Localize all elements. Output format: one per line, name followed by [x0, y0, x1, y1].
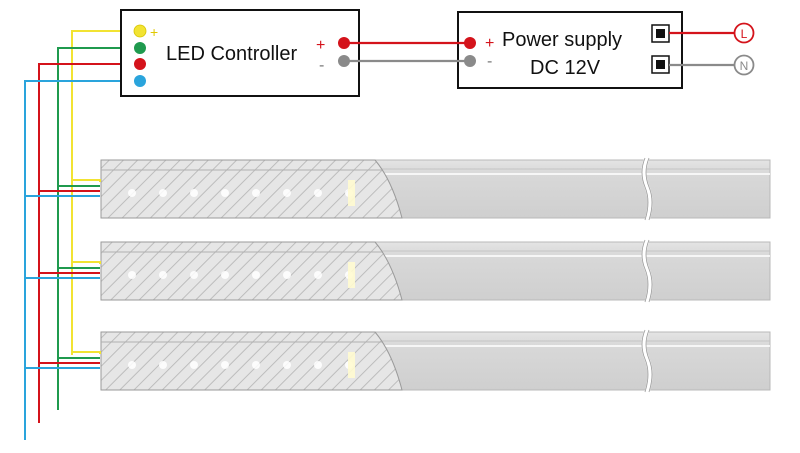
led-chip	[283, 271, 291, 279]
strip-break-line	[641, 329, 649, 393]
psu-minus-terminal-dot	[464, 55, 476, 67]
strip-connector	[348, 352, 355, 378]
strip-break-line	[645, 239, 653, 303]
power-supply-voltage: DC 12V	[530, 57, 601, 79]
terminal-blue-dot	[134, 75, 146, 87]
strip-break-mark	[641, 157, 653, 221]
yellow-entry-strip-1	[72, 179, 101, 182]
power-supply-plus-sign: +	[485, 35, 494, 52]
strip-3	[100, 329, 771, 393]
strip-2	[100, 239, 771, 303]
yellow-entry-strip-2	[72, 261, 101, 264]
live-label: L	[741, 27, 748, 41]
led-chip	[190, 189, 198, 197]
neutral-terminal-screw-icon	[656, 60, 665, 69]
strip-connector	[348, 262, 355, 288]
led-chip	[221, 271, 229, 279]
controller-minus-terminal-dot	[338, 55, 350, 67]
led-chip	[128, 271, 136, 279]
controller-plus-sign: +	[316, 37, 325, 54]
led-chip	[314, 361, 322, 369]
led-chip	[190, 361, 198, 369]
led-chip	[159, 361, 167, 369]
led-controller-title: LED Controller	[166, 43, 298, 65]
terminal-red-dot	[134, 58, 146, 70]
yellow-entry-strip-3	[72, 351, 101, 354]
strip-break-line	[645, 329, 653, 393]
led-strips	[100, 157, 771, 393]
strip-break-line	[641, 157, 649, 221]
led-chip	[314, 189, 322, 197]
strip-break-mark	[641, 329, 653, 393]
led-chip	[128, 189, 136, 197]
led-chip	[283, 361, 291, 369]
strip-break-mark	[641, 239, 653, 303]
controller-minus-sign: -	[319, 57, 324, 74]
strip-cutaway	[100, 159, 403, 219]
power-supply-box	[457, 11, 683, 89]
power-supply-minus-sign: -	[487, 53, 492, 70]
controller-plus-terminal-dot	[338, 37, 350, 49]
neutral-label: N	[740, 59, 749, 73]
wires	[24, 30, 140, 440]
led-controller-box	[120, 9, 360, 97]
neutral-circle-icon	[733, 54, 755, 76]
controller-output-terminals	[133, 24, 147, 87]
led-chip	[221, 361, 229, 369]
led-chip	[252, 189, 260, 197]
led-chip	[252, 271, 260, 279]
strip-cutaway	[100, 331, 403, 391]
power-supply-title: Power supply	[502, 29, 622, 51]
led-chip	[128, 361, 136, 369]
live-circle-icon	[733, 22, 755, 44]
led-chip	[252, 361, 260, 369]
terminal-green-dot	[134, 42, 146, 54]
strip-break-line	[645, 157, 653, 221]
live-terminal-screw-icon	[656, 29, 665, 38]
red-wire	[38, 63, 140, 423]
mains-input: L N	[669, 22, 755, 76]
led-chip	[314, 271, 322, 279]
led-chip	[190, 271, 198, 279]
strip-cutaway	[100, 241, 403, 301]
terminal-yellow-dot	[133, 24, 147, 38]
strip-1	[100, 157, 771, 221]
psu-plus-terminal-dot	[464, 37, 476, 49]
led-chip	[283, 189, 291, 197]
led-chip	[159, 189, 167, 197]
yellow-wire	[71, 30, 140, 355]
green-wire	[57, 47, 140, 410]
strip-break-line	[641, 239, 649, 303]
power-supply: Power supply DC 12V + -	[457, 11, 683, 89]
controller-common-plus-sign: +	[150, 24, 158, 40]
led-controller: LED Controller + - +	[120, 9, 360, 97]
strip-connector	[348, 180, 355, 206]
controller-to-psu-wires	[338, 37, 476, 67]
blue-wire	[24, 80, 140, 440]
led-chip	[221, 189, 229, 197]
led-chip	[159, 271, 167, 279]
